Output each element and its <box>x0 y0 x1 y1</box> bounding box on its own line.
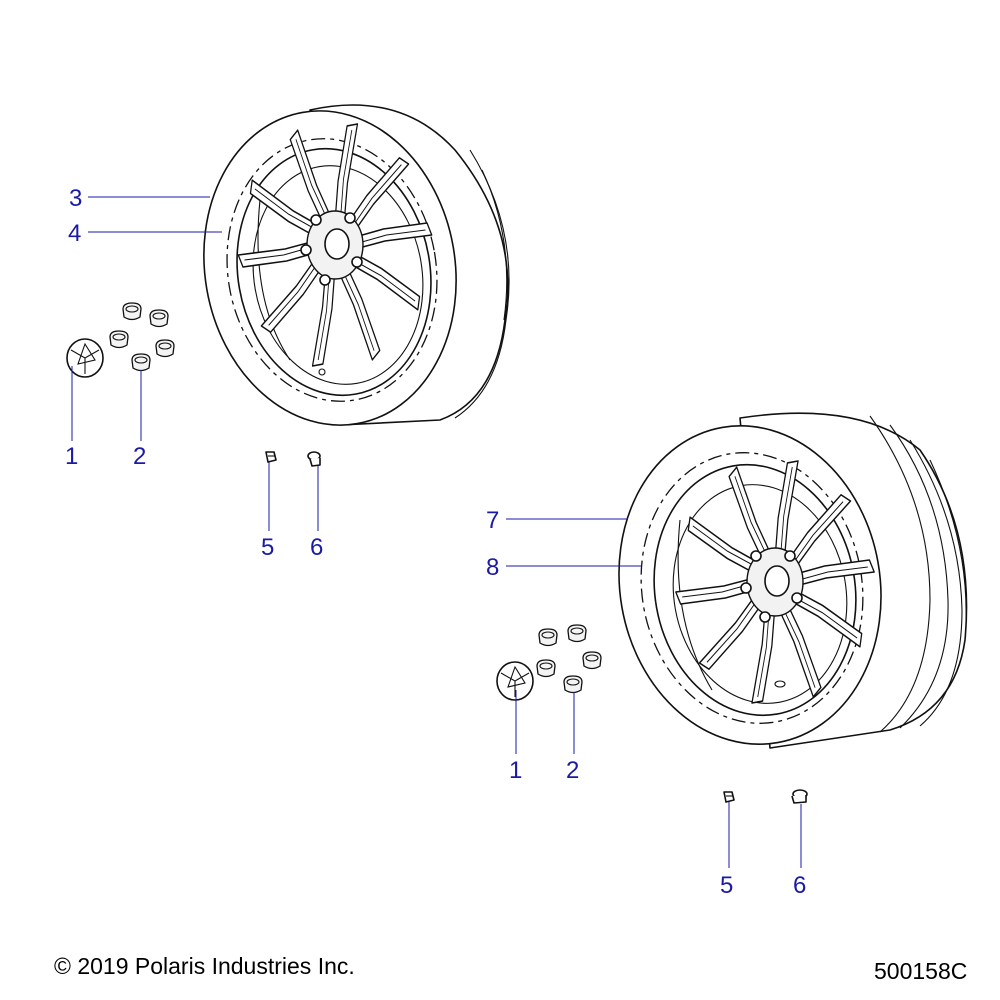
callout-1: 1 <box>65 443 78 470</box>
top-wheel-hub <box>300 210 364 376</box>
top-valve-core <box>265 451 277 463</box>
callout-3: 3 <box>69 185 82 212</box>
callout-6: 6 <box>310 534 323 561</box>
bottom-lug-nuts <box>536 624 602 694</box>
callout-7: 7 <box>486 507 499 534</box>
callout-5: 5 <box>720 872 733 899</box>
top-valve-stem <box>307 451 321 467</box>
top-lug-nuts <box>109 302 175 372</box>
callout-1: 1 <box>509 757 522 784</box>
bottom-valve-core <box>723 791 735 803</box>
callout-8: 8 <box>486 554 499 581</box>
bottom-wheel-hub <box>740 547 804 688</box>
bottom-valve-stem <box>791 789 808 804</box>
top-center-cap <box>66 338 104 378</box>
bottom-wheel-assembly <box>496 412 968 868</box>
callout-2: 2 <box>566 757 579 784</box>
diagram-id: 500158C <box>874 958 968 984</box>
bottom-center-cap <box>496 661 534 701</box>
callout-5: 5 <box>261 534 274 561</box>
copyright-notice: © 2019 Polaris Industries Inc. <box>54 953 355 979</box>
callout-6: 6 <box>793 872 806 899</box>
callout-4: 4 <box>68 220 81 247</box>
top-wheel-assembly <box>66 104 510 531</box>
callout-2: 2 <box>133 443 146 470</box>
